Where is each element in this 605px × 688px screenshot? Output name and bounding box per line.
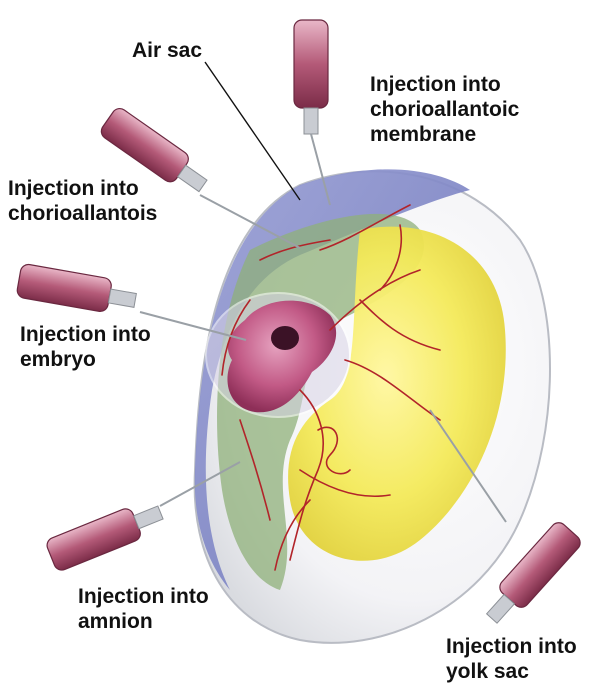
air-sac-leader: [205, 62, 300, 200]
label-embryo-line1: Injection into: [20, 322, 151, 347]
label-injection-cam: Injection into chorioallantoic membrane: [370, 72, 519, 147]
label-amnion-line1: Injection into: [78, 584, 209, 609]
label-chorio-line2: chorioallantois: [8, 201, 157, 226]
label-air-sac-text: Air sac: [132, 38, 202, 63]
label-air-sac: Air sac: [132, 38, 202, 63]
label-cam-line2: chorioallantoic: [370, 97, 519, 122]
label-injection-embryo: Injection into embryo: [20, 322, 151, 372]
label-yolk-line2: yolk sac: [446, 659, 577, 684]
label-cam-line1: Injection into: [370, 72, 519, 97]
label-amnion-line2: amnion: [78, 609, 209, 634]
label-injection-chorioallantois: Injection into chorioallantois: [8, 176, 157, 226]
label-chorio-line1: Injection into: [8, 176, 157, 201]
embryo-eye: [271, 326, 299, 350]
label-yolk-line1: Injection into: [446, 634, 577, 659]
syringe-amnion: [45, 497, 167, 573]
syringe-embryo: [16, 263, 138, 317]
label-cam-line3: membrane: [370, 122, 519, 147]
label-injection-yolk-sac: Injection into yolk sac: [446, 634, 577, 684]
label-embryo-line2: embryo: [20, 347, 151, 372]
label-injection-amnion: Injection into amnion: [78, 584, 209, 634]
